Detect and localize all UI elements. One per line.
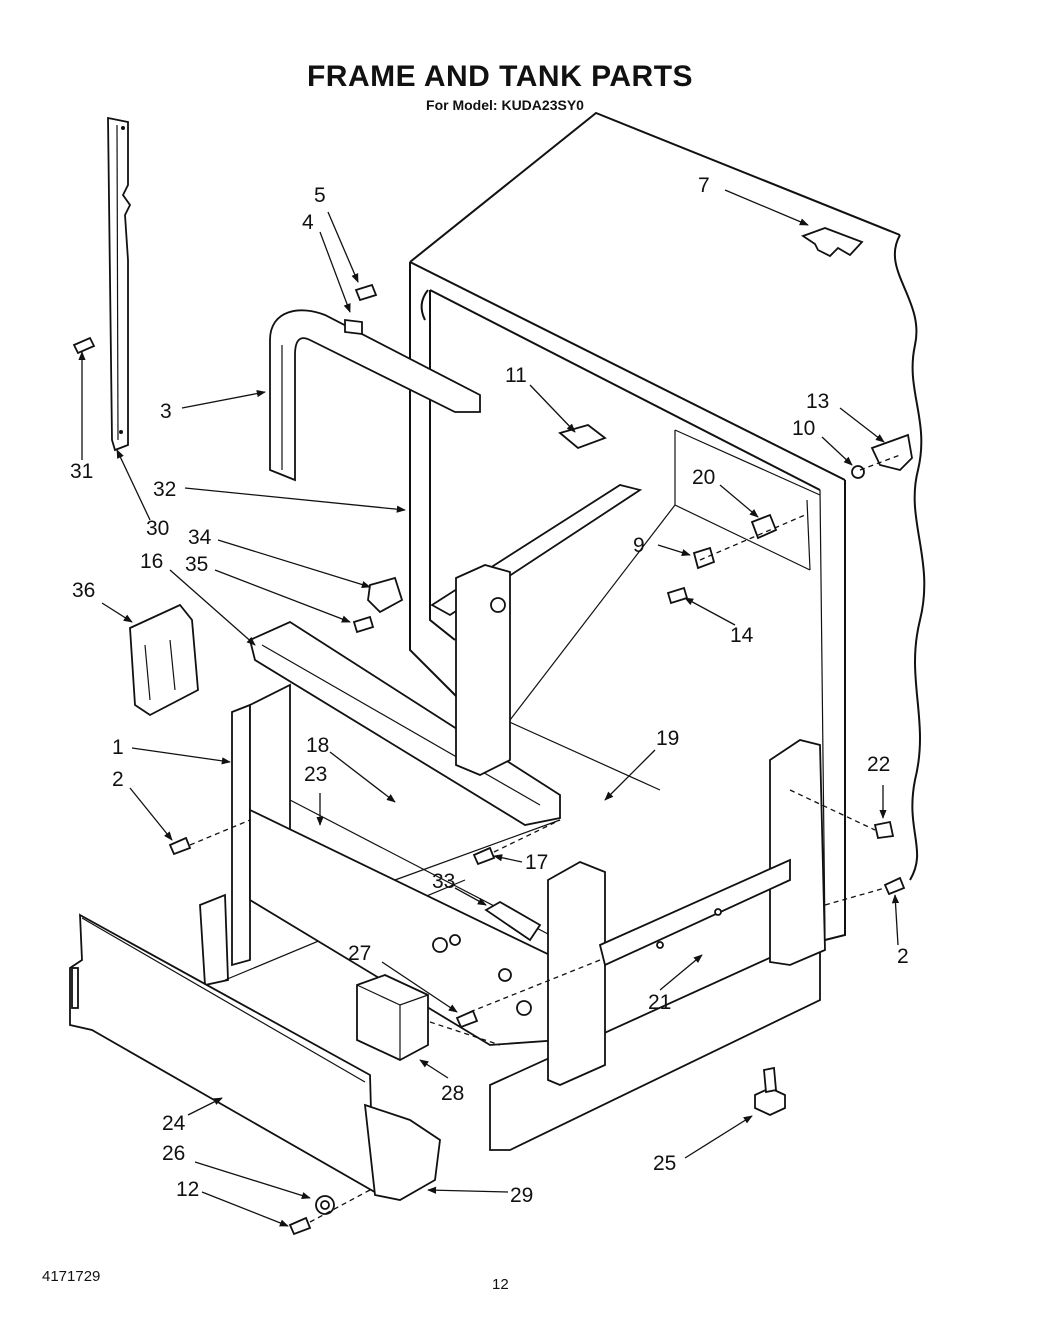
callout-24: 24 xyxy=(162,1112,186,1135)
callout-10: 10 xyxy=(792,417,815,440)
callout-7: 7 xyxy=(698,174,710,197)
callout-27: 27 xyxy=(348,942,371,965)
model-subtitle: For Model: KUDA23SY0 xyxy=(426,97,584,113)
callout-11: 11 xyxy=(505,364,527,387)
nut-part-10 xyxy=(851,465,865,479)
hinge-bracket-part-13 xyxy=(870,433,913,471)
insulation-part-29 xyxy=(363,1103,441,1201)
base-frame xyxy=(249,808,821,1151)
front-upright-left xyxy=(547,861,606,1086)
callout-26: 26 xyxy=(162,1142,185,1165)
callout-30: 30 xyxy=(146,517,169,540)
leader-lines xyxy=(78,189,900,1227)
spacer-part-20 xyxy=(750,513,778,540)
callout-35: 35 xyxy=(185,553,208,576)
callout-3: 3 xyxy=(160,400,172,423)
callout-29: 29 xyxy=(510,1184,533,1207)
screw-part-27 xyxy=(455,1009,479,1029)
callout-25: 25 xyxy=(653,1152,676,1175)
callout-5: 5 xyxy=(314,184,326,207)
spring-housing-part-36 xyxy=(129,603,199,717)
callout-1: 1 xyxy=(112,736,124,759)
callout-22: 22 xyxy=(867,753,890,776)
washer-part-26 xyxy=(315,1195,335,1215)
clip-part-11 xyxy=(558,424,607,450)
side-trim-strip-part-30 xyxy=(107,116,132,452)
screw-part-5 xyxy=(354,283,378,302)
callout-18: 18 xyxy=(306,734,329,757)
module-part-28 xyxy=(356,974,429,1062)
bracket-part-7 xyxy=(801,227,864,258)
callout-13: 13 xyxy=(806,390,829,413)
callout-16: 16 xyxy=(140,550,163,573)
callout-17: 17 xyxy=(525,851,548,874)
callout-9: 9 xyxy=(633,534,645,557)
callout-36: 36 xyxy=(72,579,95,602)
screw-part-31 xyxy=(72,336,96,355)
crossbar-part-21 xyxy=(598,858,791,967)
callout-4: 4 xyxy=(302,211,314,234)
screw-part-2-right xyxy=(883,876,906,896)
callout-21: 21 xyxy=(648,991,671,1014)
gasket-part-3 xyxy=(269,309,481,482)
switch-part-34 xyxy=(367,576,404,614)
callout-33: 33 xyxy=(432,870,455,893)
callout-2-left: 2 xyxy=(112,768,124,791)
callout-28: 28 xyxy=(441,1082,464,1105)
page-title: FRAME AND TANK PARTS xyxy=(306,60,694,93)
screw-part-2-left xyxy=(168,836,192,856)
screw-part-14 xyxy=(666,586,689,605)
screw-part-35 xyxy=(352,615,375,634)
callout-2-right: 2 xyxy=(897,945,909,968)
callout-19: 19 xyxy=(656,727,679,750)
callout-23: 23 xyxy=(304,763,327,786)
rear-uprights xyxy=(455,564,511,776)
clip-part-4 xyxy=(344,318,363,336)
tank-part-32 xyxy=(409,111,926,941)
screw-part-22 xyxy=(873,820,895,840)
callout-12: 12 xyxy=(176,1178,199,1201)
callout-31: 31 xyxy=(70,460,93,483)
front-upright-right xyxy=(769,739,826,966)
leveling-leg-part-25 xyxy=(754,1066,786,1116)
callout-34: 34 xyxy=(188,526,212,549)
guide-part-33 xyxy=(484,900,542,942)
callout-32: 32 xyxy=(153,478,176,501)
page-number: 12 xyxy=(492,1276,509,1293)
callout-14: 14 xyxy=(730,624,754,647)
screw-part-12 xyxy=(288,1216,312,1236)
callout-20: 20 xyxy=(692,466,715,489)
document-number: 4171729 xyxy=(42,1268,101,1285)
